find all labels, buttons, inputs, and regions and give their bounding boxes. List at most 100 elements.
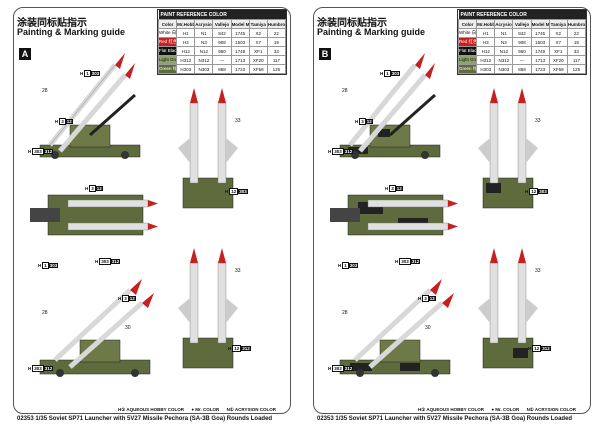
legend-acrysion: N① ACRYSION COLOR: [226, 407, 277, 412]
table-row: Flat Black 消光黑H12N129501749XF133: [157, 46, 287, 56]
cell: X7: [248, 37, 268, 47]
launcher-front-view-lower: [178, 248, 238, 369]
part-number: 33: [535, 268, 541, 274]
cell: 908: [512, 37, 532, 47]
color-swatch: Green 绿色: [457, 64, 478, 74]
cell: 33: [266, 46, 287, 56]
page-frame: [13, 7, 291, 414]
table-row: Green 绿色H303N3038681723XF58125: [457, 64, 587, 74]
cell: 842: [512, 28, 532, 38]
cell: 908: [212, 37, 232, 47]
cell: 22: [566, 28, 587, 38]
cell: 1749: [530, 46, 550, 56]
color-swatch: Light Green 浅绿色: [157, 55, 178, 65]
cell: H1: [176, 28, 196, 38]
color-swatch: Flat Black 消光黑: [457, 46, 478, 56]
table-row: White 白色H1N18421745X222: [157, 28, 287, 38]
cell: 842: [212, 28, 232, 38]
legend-acrysion: N① ACRYSION COLOR: [526, 407, 577, 412]
cell: 1713: [530, 55, 550, 65]
cell: 125: [266, 64, 287, 74]
cell: XF1: [548, 46, 568, 56]
cell: XF58: [548, 64, 568, 74]
col-header: Vallejo: [212, 19, 232, 29]
part-number: 33: [235, 118, 241, 124]
reference-heading: PAINT REFERENCE COLOR: [458, 10, 586, 20]
cell: N3: [494, 37, 514, 47]
cell: N3: [194, 37, 214, 47]
cell: XF58: [248, 64, 268, 74]
part-number: 30: [425, 325, 431, 331]
cell: 19: [266, 37, 287, 47]
col-header: Model Master: [530, 19, 550, 29]
col-header: Humbrol: [566, 19, 587, 29]
col-header: Model Master: [230, 19, 250, 29]
title-chinese: 涂装同标贴指示: [17, 18, 87, 29]
cell: N12: [194, 46, 214, 56]
launcher-top-view: [30, 194, 158, 236]
color-swatch: Green 绿色: [157, 64, 178, 74]
color-swatch: Red 红色: [457, 37, 478, 47]
cell: H312: [476, 55, 496, 65]
launcher-front-view-upper: [178, 88, 238, 209]
launcher-side-view-bottom-camo: [339, 279, 454, 377]
color-swatch: Flat Black 消光黑: [157, 46, 178, 56]
col-header: Acrysion: [494, 19, 514, 29]
col-header: Humbrol: [266, 19, 287, 29]
cell: 1723: [230, 64, 250, 74]
cell: N303: [494, 64, 514, 74]
title-english: Painting & Marking guide: [317, 27, 426, 37]
color-swatch: White 白色: [157, 28, 178, 38]
legend-aqueous: H① AQUEOUS HOBBY COLOR: [118, 407, 185, 412]
cell: —: [212, 55, 232, 65]
cell: H12: [176, 46, 196, 56]
cell: 950: [512, 46, 532, 56]
cell: 868: [212, 64, 232, 74]
part-number: 33: [535, 118, 541, 124]
col-header: Acrysion: [194, 19, 214, 29]
cell: 950: [212, 46, 232, 56]
cell: X7: [548, 37, 568, 47]
cell: N303: [194, 64, 214, 74]
cell: 33: [566, 46, 587, 56]
instruction-page-b: 涂装同标贴指示 Painting & Marking guide B PAINT…: [300, 0, 600, 431]
footer-caption: 02353 1/35 Soviet SP71 Launcher with 5V2…: [317, 416, 573, 422]
col-header: Color: [157, 19, 178, 29]
reference-heading: PAINT REFERENCE COLOR: [158, 10, 286, 20]
part-number: 33: [235, 268, 241, 274]
cell: 19: [566, 37, 587, 47]
instruction-page-a: 涂装同标贴指示 Painting & Marking guide A PAINT…: [13, 7, 291, 422]
cell: N1: [494, 28, 514, 38]
cell: H3: [476, 37, 496, 47]
cell: N312: [194, 55, 214, 65]
variant-badge: A: [19, 48, 31, 60]
cell: H12: [476, 46, 496, 56]
paint-reference-table: PAINT REFERENCE COLOR Color Mr.Hobby Acr…: [157, 9, 287, 75]
launcher-front-view-upper-camo: [478, 88, 538, 209]
paint-reference-table: PAINT REFERENCE COLOR Color Mr.Hobby Acr…: [457, 9, 587, 75]
cell: XF1: [248, 46, 268, 56]
cell: X2: [248, 28, 268, 38]
cell: 125: [566, 64, 587, 74]
part-number: 28: [42, 88, 48, 94]
cell: XF20: [248, 55, 268, 65]
part-number: 28: [42, 310, 48, 316]
part-number: 28: [342, 310, 348, 316]
col-header: Tamiya: [248, 19, 268, 29]
col-header: Tamiya: [548, 19, 568, 29]
launcher-side-view-top: [39, 53, 141, 159]
cell: XF20: [548, 55, 568, 65]
table-row: Flat Black 消光黑H12N129501749XF133: [457, 46, 587, 56]
